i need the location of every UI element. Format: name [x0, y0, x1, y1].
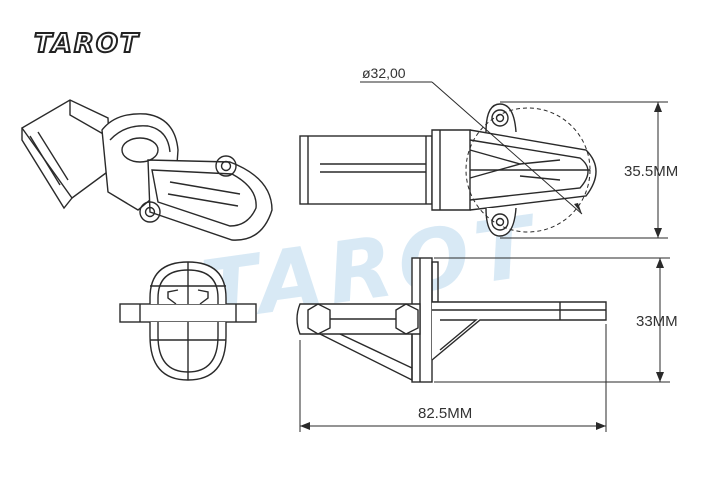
dim-length: 82.5MM — [418, 405, 472, 422]
dim-height-side: 33MM — [636, 313, 678, 330]
front-view — [119, 261, 257, 381]
side-view — [296, 257, 607, 383]
dim-line-length — [299, 324, 607, 432]
brand-logo: TAROT — [34, 29, 140, 59]
top-view — [299, 81, 597, 237]
dim-line-height-top — [500, 101, 668, 239]
dim-height-top: 35.5MM — [624, 163, 678, 180]
dim-line-height-side — [434, 257, 670, 383]
iso-view — [20, 99, 273, 241]
dim-diameter: ø32,00 — [362, 65, 406, 81]
